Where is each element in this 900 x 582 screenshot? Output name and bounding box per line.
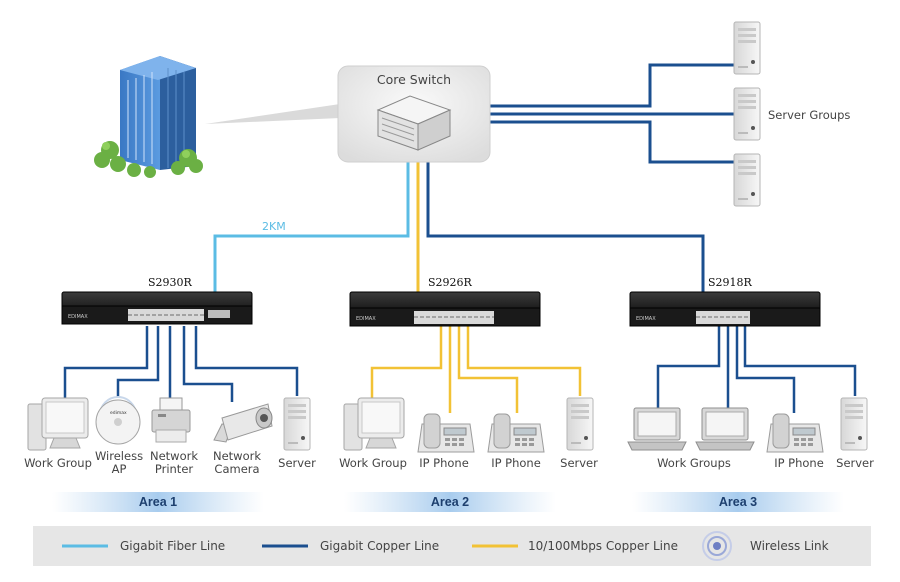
svg-text:EDIMAX: EDIMAX (68, 314, 88, 320)
link-core-server-3 (490, 120, 735, 164)
link-a3-server (743, 326, 857, 396)
switch-s2930r[interactable]: S2930R EDIMAX (61, 276, 253, 325)
laptop-icon (627, 407, 687, 451)
link-a1-server (194, 326, 299, 396)
area-band-2: Area 2 (344, 492, 556, 512)
link-a2-phone2 (457, 326, 519, 413)
core-switch-label: Core Switch (377, 72, 451, 87)
printer-icon (151, 397, 191, 443)
legend-wireless-label: Wireless Link (750, 539, 829, 553)
area1-devices: edimax Work Group Wireless AP Network Pr… (24, 396, 316, 476)
svg-text:edimax: edimax (110, 410, 127, 416)
core-switch-icon (376, 95, 452, 151)
legend-copper-label: Gigabit Copper Line (320, 539, 439, 553)
device-label: Server (278, 456, 316, 470)
legend-fiber-label: Gigabit Fiber Line (120, 539, 225, 553)
server-tower-icon (283, 397, 311, 451)
switch-label: S2930R (148, 276, 193, 289)
laptop-icon (695, 407, 755, 451)
link-a1-workgroup (63, 326, 149, 398)
wireless-link-icon (702, 531, 732, 561)
device-label: Server (836, 456, 874, 470)
link-a3-phone (735, 326, 796, 413)
server-tower-icon (733, 87, 761, 141)
device-label: IP Phone (491, 456, 541, 470)
svg-text:EDIMAX: EDIMAX (636, 316, 656, 322)
switch-s2918r[interactable]: S2918R EDIMAX (629, 276, 821, 327)
device-label: IP Phone (774, 456, 824, 470)
link-core-server-1 (490, 63, 735, 108)
device-label: Server (560, 456, 598, 470)
device-label: Network (150, 449, 198, 463)
device-label: Work Group (24, 456, 92, 470)
device-label: Printer (155, 462, 194, 476)
area2-devices: Work Group IP Phone IP Phone Server (339, 397, 598, 470)
area-band-1: Area 1 (52, 492, 264, 512)
workstation-icon (343, 397, 405, 451)
device-label: Work Group (339, 456, 407, 470)
link-a2-workgroup (370, 326, 443, 398)
switch-s2926r[interactable]: S2926R EDIMAX (349, 276, 541, 327)
legend-fast-label: 10/100Mbps Copper Line (528, 539, 678, 553)
link-a1-camera (182, 326, 234, 402)
area-title: Area 2 (431, 495, 469, 509)
device-label: IP Phone (419, 456, 469, 470)
core-switch[interactable]: Core Switch (337, 65, 491, 163)
link-core-s2930r (213, 160, 410, 292)
link-a1-ap (116, 326, 160, 398)
link-a2-server (466, 326, 582, 396)
fiber-distance-label: 2KM (262, 220, 286, 233)
device-label: Work Groups (657, 456, 731, 470)
server-tower-icon (733, 153, 761, 207)
area-band-3: Area 3 (632, 492, 844, 512)
svg-text:EDIMAX: EDIMAX (356, 316, 376, 322)
switch-label: S2926R (428, 276, 473, 289)
switch-label: S2918R (708, 276, 753, 289)
server-groups-label: Server Groups (768, 108, 850, 122)
device-label: Camera (214, 462, 259, 476)
area3-devices: Work Groups IP Phone Server (627, 397, 874, 470)
ip-phone-icon (487, 413, 545, 453)
area-title: Area 3 (719, 495, 757, 509)
server-tower-icon (733, 21, 761, 75)
device-label: Wireless (95, 449, 143, 463)
legend: Gigabit Fiber Line Gigabit Copper Line 1… (33, 526, 871, 566)
server-groups: Server Groups (733, 21, 850, 207)
area-title: Area 1 (139, 495, 177, 509)
ip-phone-icon (766, 413, 824, 453)
device-label: AP (112, 462, 127, 476)
building-icon (94, 56, 340, 178)
workstation-icon (27, 397, 89, 451)
link-core-s2918r (426, 160, 705, 292)
server-tower-icon (840, 397, 868, 451)
server-tower-icon (566, 397, 594, 451)
device-label: Network (213, 449, 261, 463)
wireless-ap-icon: edimax (95, 396, 141, 445)
ip-phone-icon (417, 413, 475, 453)
camera-icon (213, 403, 273, 443)
link-a3-laptop1 (656, 326, 721, 408)
